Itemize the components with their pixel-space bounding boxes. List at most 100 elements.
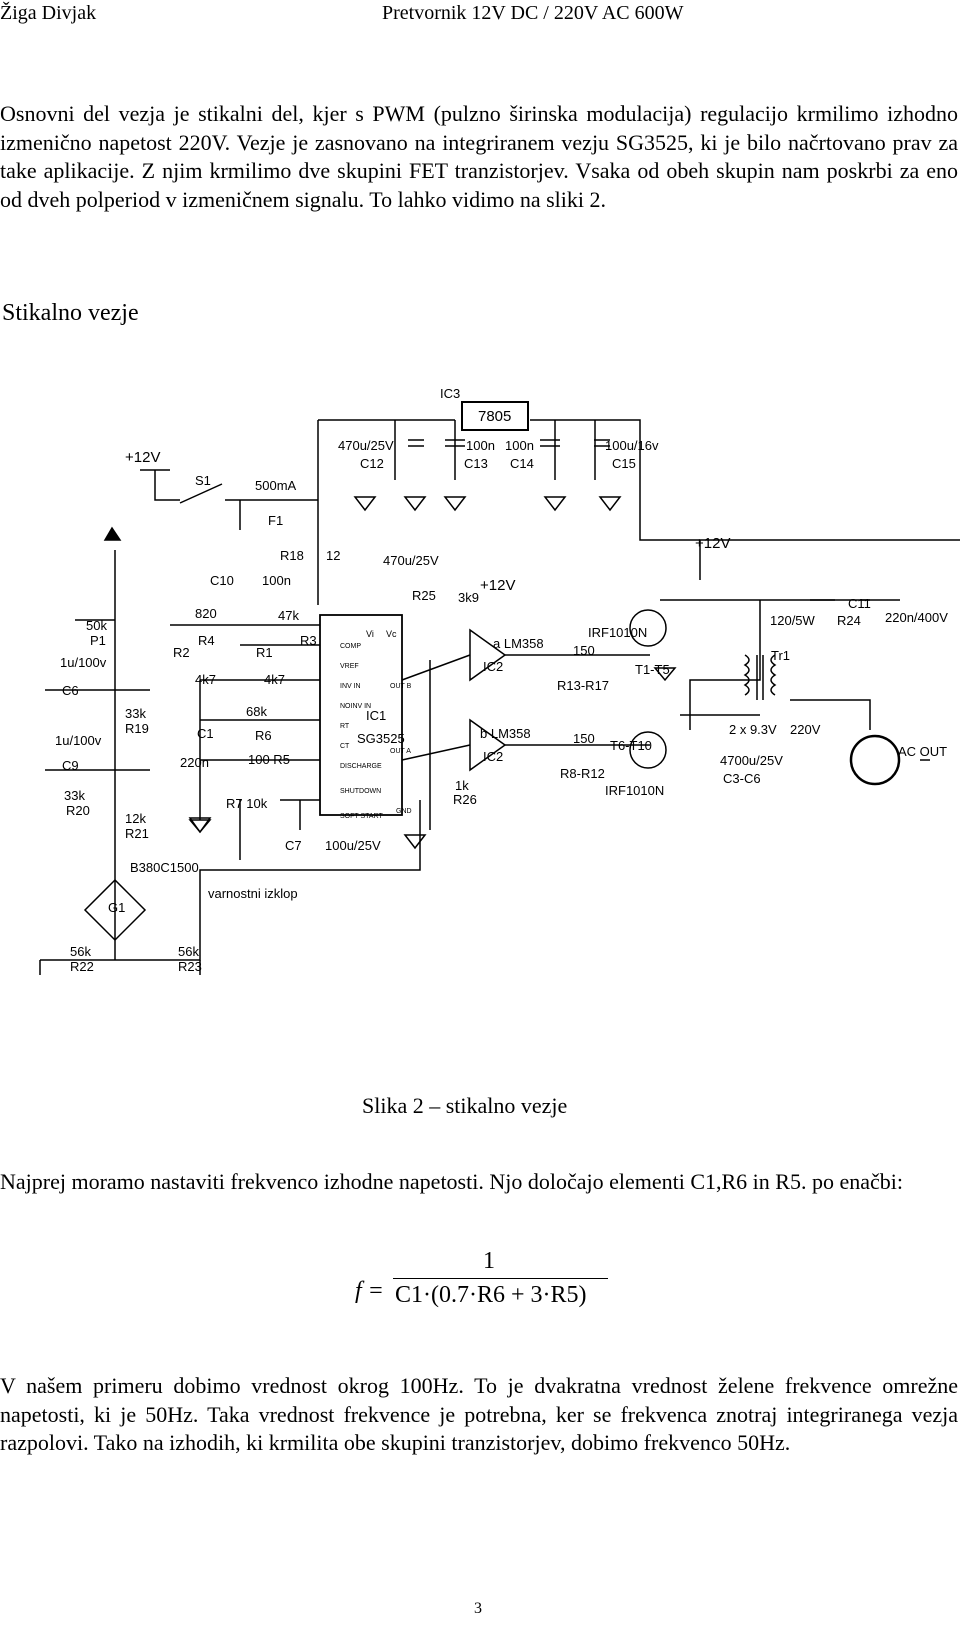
label-c12-value: 470u/25V — [338, 438, 394, 453]
label-c7: C7 — [285, 838, 302, 853]
label-plus12-c: +12V — [695, 535, 730, 552]
label-r6-value: 68k — [246, 704, 267, 719]
label-r23: R23 — [178, 959, 202, 974]
label-tr1: Tr1 — [771, 648, 790, 663]
label-r21: R21 — [125, 826, 149, 841]
label-ic1-pin-discharge: DISCHARGE — [340, 763, 382, 770]
body-paragraph-1: Najprej moramo nastaviti frekvenco izhod… — [0, 1169, 903, 1194]
label-r20-value: 33k — [64, 788, 85, 803]
label-c9-value: 1u/100v — [55, 733, 102, 748]
label-r19-value: 33k — [125, 706, 146, 721]
label-r22-value: 56k — [70, 944, 91, 959]
label-c10: C10 — [210, 573, 234, 588]
label-ic2b: b LM358 — [480, 726, 531, 741]
label-plus12-a: +12V — [125, 449, 160, 466]
label-irf-top: IRF1010N — [588, 625, 647, 640]
label-r25-value: 3k9 — [458, 590, 479, 605]
label-ic1-pin-invin: INV IN — [340, 683, 361, 690]
label-r21-value: 12k — [125, 811, 146, 826]
schematic-diagram: IC3 7805 +12V 470u/25V C12 100n C13 100n… — [39, 386, 960, 975]
label-p1-value: 50k — [86, 618, 107, 633]
label-r26: R26 — [453, 792, 477, 807]
label-ic2b-ref: IC2 — [483, 749, 503, 764]
label-r6: R6 — [255, 728, 272, 743]
label-s1: S1 — [195, 473, 211, 488]
label-ic1-outa: OUT A — [390, 748, 411, 755]
label-ic1-pin-softstart: SOFT START — [340, 813, 384, 820]
label-r18: R18 — [280, 548, 304, 563]
label-r3: R3 — [300, 633, 317, 648]
label-c6-value: 1u/100v — [60, 655, 107, 670]
label-r18-value: 12 — [326, 548, 340, 563]
label-r19: R19 — [125, 721, 149, 736]
label-c11-value: 220n/400V — [885, 610, 948, 625]
label-7805: 7805 — [478, 408, 511, 425]
label-c7-value: 100u/25V — [325, 838, 381, 853]
formula-numerator: 1 — [483, 1248, 495, 1274]
label-c9: C9 — [62, 758, 79, 773]
label-c13-value: 100n — [466, 438, 495, 453]
label-ic1-pin-vref: VREF — [340, 663, 359, 670]
label-ic1-pin-shutdown: SHUTDOWN — [340, 788, 381, 795]
label-c14: C14 — [510, 456, 534, 471]
label-irf-bot: IRF1010N — [605, 783, 664, 798]
label-r23-value: 56k — [178, 944, 199, 959]
label-c-470: 470u/25V — [383, 553, 439, 568]
label-ic1-pin-rt: RT — [340, 723, 350, 730]
label-kill-switch: varnostni izklop — [208, 886, 298, 901]
label-r4: R4 — [198, 633, 215, 648]
section-heading: Stikalno vezje — [2, 300, 139, 326]
page-number: 3 — [474, 1600, 482, 1617]
label-r13: R13-R17 — [557, 678, 609, 693]
label-r2-value: 4k7 — [195, 672, 216, 687]
figure-caption: Slika 2 – stikalno vezje — [362, 1093, 568, 1118]
label-c6: C6 — [62, 683, 79, 698]
label-plus12-b: +12V — [480, 577, 515, 594]
label-f1: F1 — [268, 513, 283, 528]
schematic-wires — [39, 401, 960, 975]
label-ic1-outb: OUT B — [390, 683, 412, 690]
label-ic1-gnd: GND — [396, 808, 412, 815]
label-tr-primary: 220V — [790, 722, 821, 737]
label-ic1: IC1 — [366, 708, 386, 723]
label-tr-secondary: 2 x 9.3V — [729, 722, 777, 737]
label-r26-value: 1k — [455, 778, 469, 793]
label-ic1-pin-ct: CT — [340, 743, 350, 750]
label-c11: C11 — [848, 596, 871, 611]
label-ac-out: AC OUT — [898, 744, 947, 759]
label-ic1-part: SG3525 — [357, 731, 405, 746]
label-r13-value: 150 — [573, 643, 595, 658]
label-ic1-pin-comp: COMP — [340, 643, 361, 650]
label-r3-value: 47k — [278, 608, 299, 623]
label-ic2a: a LM358 — [493, 636, 544, 651]
label-c1-value: 220n — [180, 755, 209, 770]
label-c12: C12 — [360, 456, 384, 471]
label-r1: R1 — [256, 645, 273, 660]
header-title: Pretvornik 12V DC / 220V AC 600W — [382, 2, 684, 24]
label-r24-value: 120/5W — [770, 613, 816, 628]
label-r2: R2 — [173, 645, 190, 660]
label-r20: R20 — [66, 803, 90, 818]
label-g1: G1 — [108, 900, 125, 915]
label-c13: C13 — [464, 456, 488, 471]
label-c15: C15 — [612, 456, 636, 471]
schematic-labels: IC3 7805 +12V 470u/25V C12 100n C13 100n… — [55, 386, 948, 974]
label-c10-value: 100n — [262, 573, 291, 588]
formula-fraction-bar — [393, 1278, 608, 1279]
label-ic1-vi: Vi — [366, 629, 374, 639]
label-ic2a-ref: IC2 — [483, 659, 503, 674]
label-r24: R24 — [837, 613, 861, 628]
label-fuse: 500mA — [255, 478, 297, 493]
label-cbulk: C3-C6 — [723, 771, 761, 786]
label-c15-value: 100u/16v — [605, 438, 659, 453]
label-r7: R7 10k — [226, 796, 268, 811]
label-ic1-vc: Vc — [386, 629, 397, 639]
label-r5: 100 R5 — [248, 752, 290, 767]
label-r1-value: 4k7 — [264, 672, 285, 687]
label-t1: T1-T5 — [635, 662, 670, 677]
body-paragraph-2: V našem primeru dobimo vrednost okrog 10… — [0, 1373, 958, 1455]
label-r25: R25 — [412, 588, 436, 603]
label-r4-value: 820 — [195, 606, 217, 621]
header-author: Žiga Divjak — [0, 2, 97, 24]
formula-denominator: C1·(0.7·R6 + 3·R5) — [395, 1282, 587, 1308]
